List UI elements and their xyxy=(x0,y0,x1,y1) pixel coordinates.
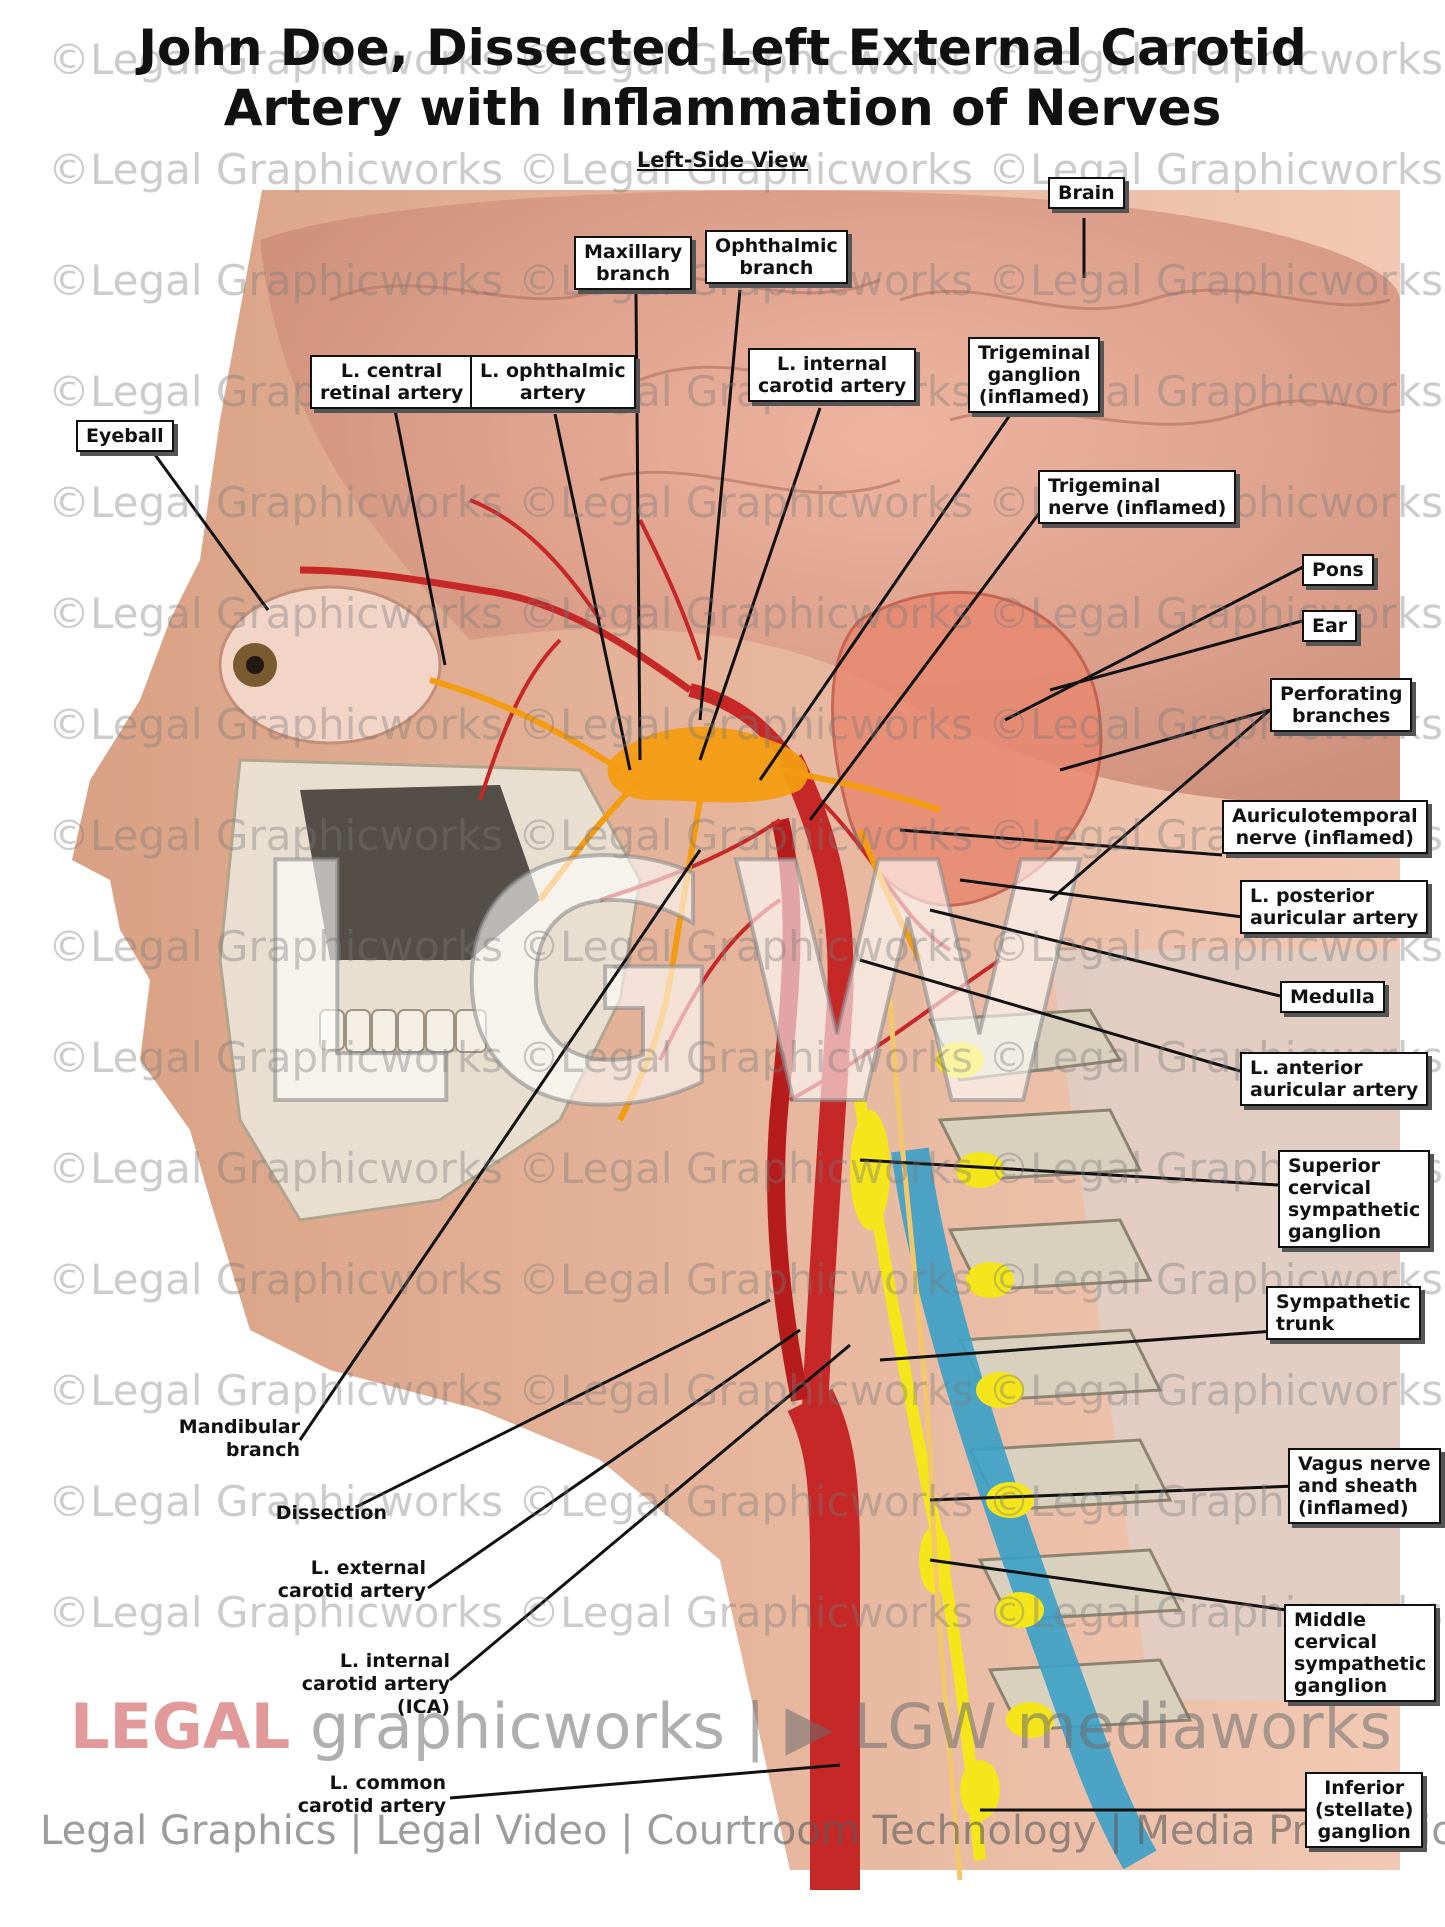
page-title-line1: John Doe, Dissected Left External Caroti… xyxy=(138,19,1307,77)
label-inferior-stellate-ganglion: Inferior(stellate)ganglion xyxy=(1305,1772,1424,1848)
brand-rest: graphicworks | ▶ LGW mediaworks xyxy=(290,1690,1392,1763)
superior-cervical-ganglion xyxy=(850,1110,890,1230)
external-carotid xyxy=(767,817,809,1402)
trigeminal-ganglion xyxy=(607,726,809,803)
label-pons: Pons xyxy=(1302,554,1374,586)
common-carotid xyxy=(787,1388,860,1890)
internal-carotid xyxy=(778,754,854,1411)
page-title-line2: Artery with Inflammation of Nerves xyxy=(223,79,1222,137)
label-ear: Ear xyxy=(1302,610,1358,642)
brain xyxy=(260,190,1400,804)
label-brain: Brain xyxy=(1048,177,1125,209)
eyeball xyxy=(218,585,442,745)
lgw-watermark: LGW xyxy=(245,794,1090,1178)
leader-lines xyxy=(151,218,1305,1812)
label-medulla: Medulla xyxy=(1280,981,1385,1013)
label-dissection: Dissection xyxy=(275,1502,387,1524)
brand-watermark: LEGAL graphicworks | ▶ LGW mediaworks xyxy=(70,1690,1392,1763)
label-eyeball: Eyeball xyxy=(76,420,174,452)
tagline-watermark: Legal Graphics | Legal Video | Courtroom… xyxy=(40,1808,1445,1854)
maxillary-sinus xyxy=(300,785,540,960)
inferior-stellate-ganglion xyxy=(960,1760,1000,1820)
vagus-nerve xyxy=(887,999,963,1881)
view-subtitle: Left-Side View xyxy=(636,148,809,172)
jugular-vein xyxy=(891,1147,1157,1870)
brand-legal: LEGAL xyxy=(70,1690,291,1763)
